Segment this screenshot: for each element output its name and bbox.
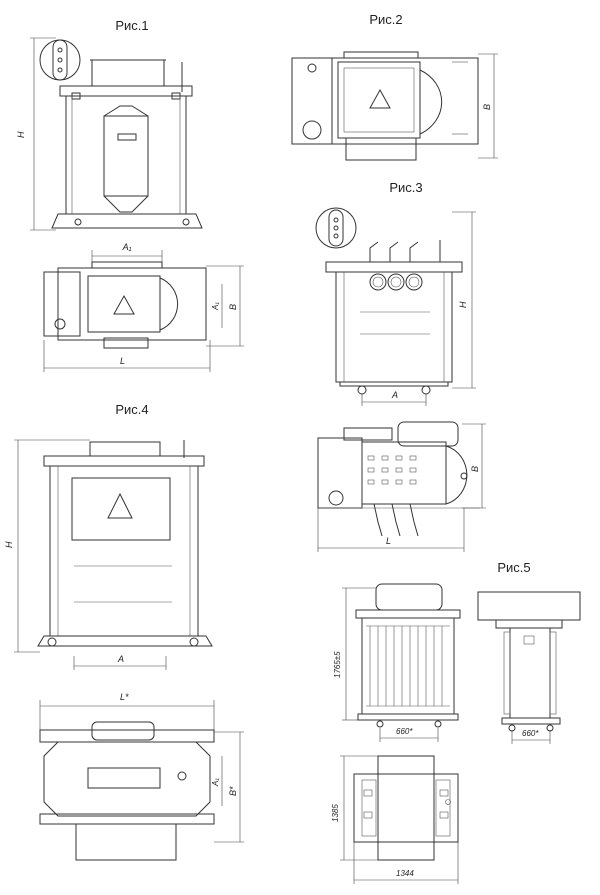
fig1-top-view: A₁ A₁ B L xyxy=(43,242,244,372)
fig1-dim-a1: A₁ xyxy=(122,242,132,252)
fig4-dim-a1: A₁ xyxy=(211,778,220,787)
fig4-caption: Рис.4 xyxy=(115,402,148,417)
fig2-top-view: Рис.2 B xyxy=(291,12,498,161)
fig3-top-view: B L xyxy=(317,421,486,552)
fig3-front-view: Рис.3 H A xyxy=(315,180,476,406)
fig5-dim-width-front: 660* xyxy=(396,727,413,736)
fig3-dim-h: H xyxy=(458,301,468,308)
fig3-caption: Рис.3 xyxy=(389,180,422,195)
fig5-caption: Рис.5 xyxy=(497,560,530,575)
fig2-caption: Рис.2 xyxy=(369,12,402,27)
fig4-top-view: L* A₁ B* xyxy=(39,692,244,861)
fig4-dim-l: L* xyxy=(120,692,129,702)
fig5-side-view: 660* xyxy=(477,591,581,744)
fig5-dim-height: 1765±5 xyxy=(333,651,342,678)
fig4-dim-a: A xyxy=(117,654,124,664)
fig3-dim-b: B xyxy=(470,466,480,472)
fig3-dim-a: A xyxy=(391,390,398,400)
fig5-front-view: Рис.5 1765±5 660* xyxy=(333,560,531,742)
fig1-caption: Рис.1 xyxy=(115,18,148,33)
fig5-dim-depth: 1385 xyxy=(331,804,340,822)
fig4-front-view: Рис.4 H A xyxy=(4,402,213,670)
fig5-dim-length: 1344 xyxy=(396,869,414,878)
fig5-dim-width-side: 660* xyxy=(522,729,539,738)
fig1-dim-h: H xyxy=(16,131,26,138)
fig1-dim-l: L xyxy=(120,356,125,366)
fig5-top-view: 1385 1344 xyxy=(331,755,459,884)
fig4-dim-h: H xyxy=(4,541,14,548)
fig1-dim-a1-side: A₁ xyxy=(211,302,220,311)
fig4-dim-b: B* xyxy=(228,786,238,796)
fig2-dim-b: B xyxy=(482,104,492,110)
fig1-front-view: Рис.1 H xyxy=(16,18,203,231)
fig3-dim-l: L xyxy=(386,536,391,546)
fig1-dim-b: B xyxy=(228,304,238,310)
